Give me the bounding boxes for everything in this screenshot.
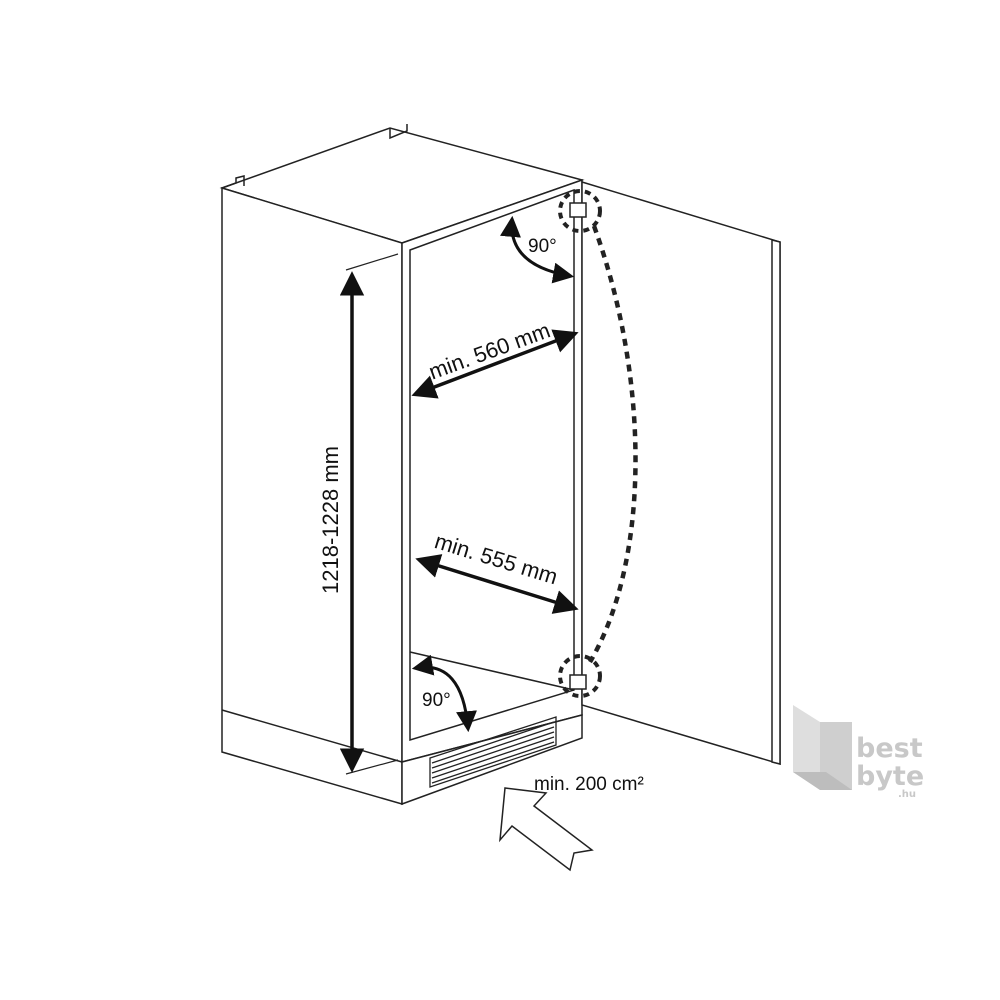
top-hinge-marker xyxy=(558,189,602,233)
logo-line2: byte xyxy=(856,761,924,792)
door-edge xyxy=(771,239,781,765)
cabinet xyxy=(219,124,585,806)
cabinet-front-frame xyxy=(401,178,583,763)
bottom-width-arrow xyxy=(415,554,579,614)
grille-frame xyxy=(429,716,557,788)
bottom-hinge xyxy=(569,674,587,690)
height-label: 1218-1228 mm xyxy=(318,446,343,594)
logo-cube-left xyxy=(793,705,820,790)
cabinet-top-lip xyxy=(389,124,408,140)
grille-slat xyxy=(431,741,555,784)
hinge-alignment-curve xyxy=(588,225,638,664)
height-extension-top xyxy=(345,253,399,271)
top-angle-arc xyxy=(500,215,575,284)
logo-cube-top xyxy=(793,772,852,790)
bestbyte-logo: best byte .hu xyxy=(793,705,924,800)
ventilation-grille xyxy=(429,716,557,788)
cabinet-left-side xyxy=(221,186,403,805)
top-angle-indicator: 90° xyxy=(500,215,575,284)
grille-slat xyxy=(431,731,555,774)
bottom-angle-arc xyxy=(411,654,477,733)
bottom-angle-label: 90° xyxy=(422,690,451,711)
grille-slat xyxy=(431,726,555,769)
top-width-arrow xyxy=(411,329,579,399)
airflow-arrow-shape xyxy=(499,787,594,872)
logo-cube-right xyxy=(820,722,852,790)
airflow-arrow: min. 200 cm² xyxy=(499,774,644,872)
grille-slat xyxy=(431,736,555,779)
top-angle-label: 90° xyxy=(528,236,557,257)
door xyxy=(581,180,781,766)
bottom-angle-indicator: 90° xyxy=(411,654,477,733)
top-hinge xyxy=(569,202,587,218)
bottom-hinge-marker xyxy=(558,654,602,698)
logo-suffix: .hu xyxy=(898,789,916,800)
cabinet-top-lip-left xyxy=(221,175,245,189)
ventilation-label: min. 200 cm² xyxy=(534,774,644,795)
grille-slat xyxy=(431,721,555,764)
cabinet-plinth-line xyxy=(221,709,403,763)
hinges xyxy=(558,189,602,698)
logo-line1: best xyxy=(856,733,923,764)
door-panel xyxy=(581,180,781,766)
height-dimension: 1218-1228 mm xyxy=(318,253,399,775)
